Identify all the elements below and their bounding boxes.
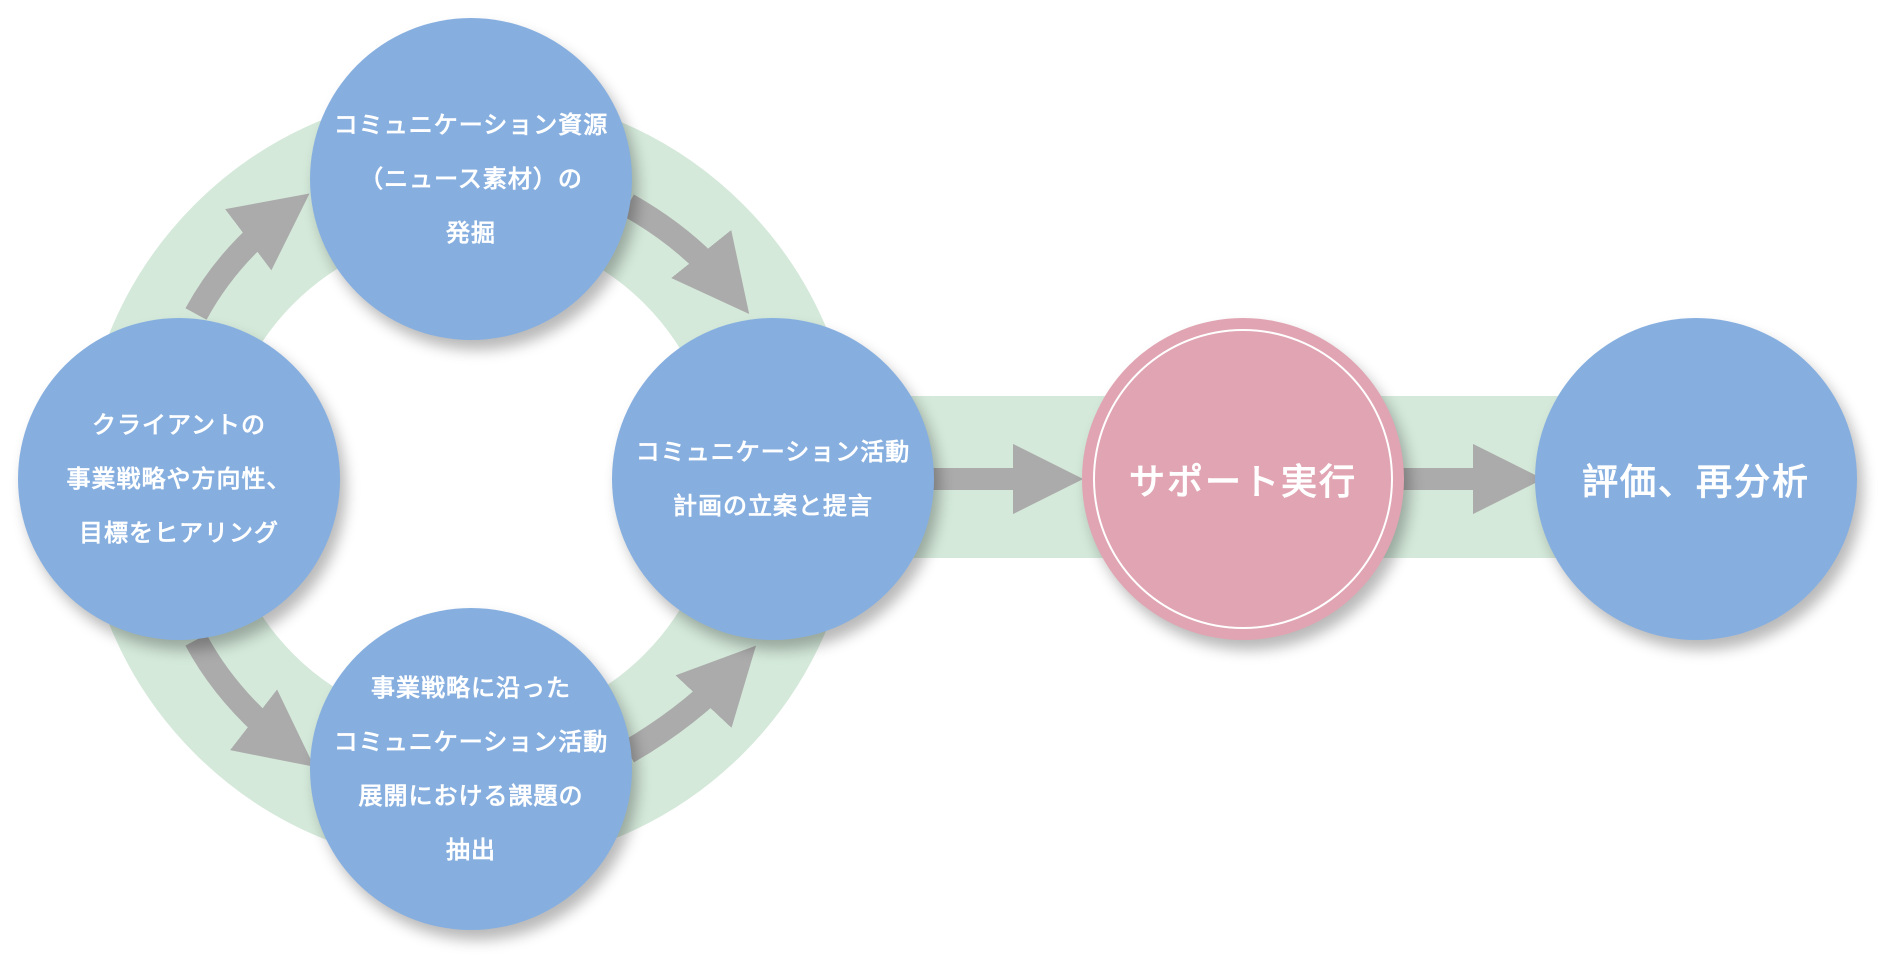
- node-evaluation: 評価、再分析: [1535, 318, 1857, 640]
- node-eval-label: 評価、再分析: [1581, 462, 1810, 503]
- node-client-line-3: 目標をヒアリング: [79, 519, 279, 547]
- node-client-line-2: 事業戦略や方向性、: [66, 465, 292, 493]
- node-resource-line-3: 発掘: [446, 219, 496, 247]
- node-resource-line-2: （ニュース素材）の: [359, 165, 583, 193]
- arrow-issue-to-plan: [621, 645, 757, 763]
- node-activity-plan: コミュニケーション活動 計画の立案と提言: [612, 318, 934, 640]
- arrow-client-to-resource: [185, 193, 310, 320]
- node-resource-discovery: コミュニケーション資源 （ニュース素材）の 発掘: [310, 18, 632, 340]
- node-issue-line-4: 抽出: [446, 836, 496, 864]
- support-inner-ring: サポート実行: [1093, 329, 1393, 629]
- node-support-execution: サポート実行: [1082, 318, 1404, 640]
- node-support-label: サポート実行: [1128, 462, 1357, 503]
- node-issue-line-1: 事業戦略に沿った: [371, 674, 571, 702]
- node-issue-line-2: コミュニケーション活動: [333, 728, 609, 756]
- node-issue-line-3: 展開における課題の: [358, 782, 584, 810]
- arrow-client-to-issue: [185, 634, 315, 767]
- arrow-resource-to-plan: [622, 194, 750, 314]
- node-resource-line-1: コミュニケーション資源: [333, 111, 609, 139]
- node-plan-line-2: 計画の立案と提言: [673, 492, 873, 520]
- node-client-hearing: クライアントの 事業戦略や方向性、 目標をヒアリング: [18, 318, 340, 640]
- node-plan-line-1: コミュニケーション活動: [635, 438, 911, 466]
- node-client-line-1: クライアントの: [91, 411, 267, 439]
- node-issue-extraction: 事業戦略に沿った コミュニケーション活動 展開における課題の 抽出: [310, 608, 632, 930]
